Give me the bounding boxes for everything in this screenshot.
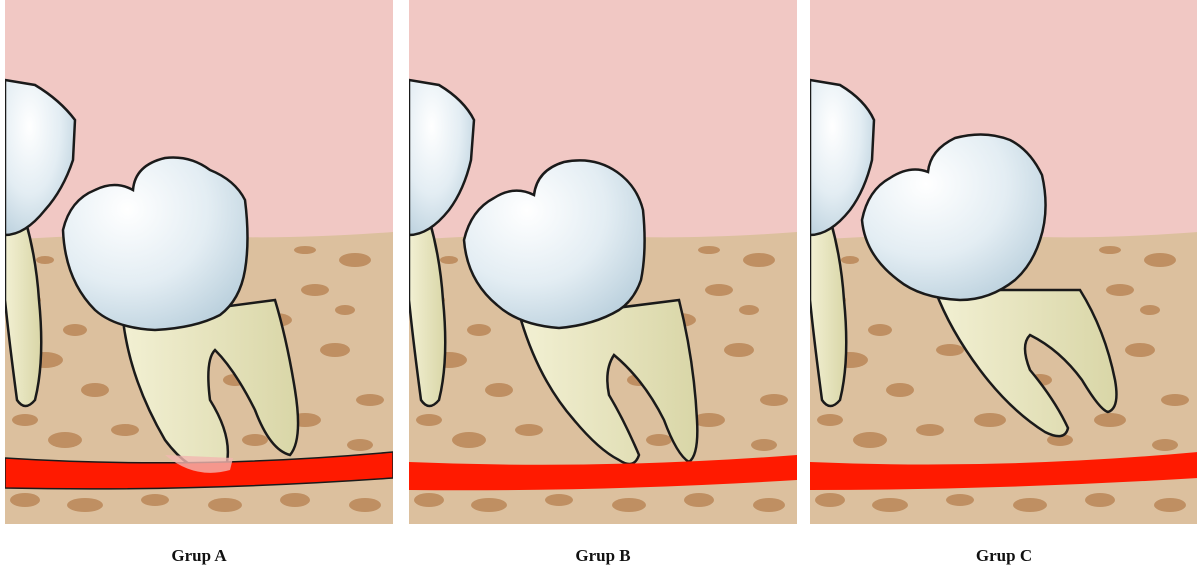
panel-grup-c: [810, 0, 1197, 524]
panel-grup-b: [409, 0, 797, 524]
tooth-illustration-c: [810, 0, 1197, 524]
tooth-illustration-a: [5, 0, 393, 524]
caption-grup-c: Grup C: [904, 546, 1104, 566]
panel-grup-a: [5, 0, 393, 524]
caption-grup-b: Grup B: [503, 546, 703, 566]
caption-grup-a: Grup A: [99, 546, 299, 566]
tooth-illustration-b: [409, 0, 797, 524]
